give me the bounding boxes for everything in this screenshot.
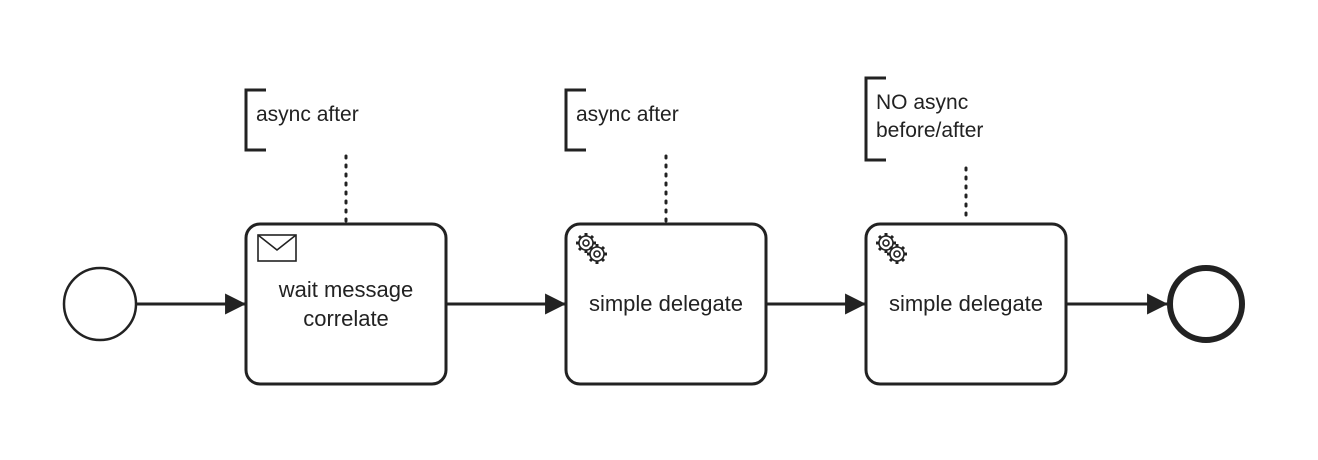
annotation-text-line-1: NO async — [876, 91, 968, 114]
task-label: simple delegate — [589, 291, 743, 316]
task-label-line-2: correlate — [303, 306, 389, 331]
end-event[interactable] — [1167, 265, 1245, 343]
task-wait-message-correlate[interactable]: wait message correlate — [244, 222, 448, 386]
annotation-text-line-2: before/after — [876, 119, 983, 142]
start-event[interactable] — [62, 266, 138, 342]
task-label: simple delegate — [889, 291, 1043, 316]
annotation-text: async after — [256, 103, 359, 126]
task-simple-delegate-2[interactable]: simple delegate — [864, 222, 1068, 386]
annotation-text: async after — [576, 103, 679, 126]
envelope-icon — [257, 234, 297, 262]
text-annotation-2[interactable]: async after — [564, 88, 679, 152]
task-simple-delegate-1[interactable]: simple delegate — [564, 222, 768, 386]
text-annotation-1[interactable]: async after — [244, 88, 359, 152]
task-label-line-1: wait message — [278, 277, 414, 302]
text-annotation-3[interactable]: NO async before/after — [864, 76, 983, 162]
